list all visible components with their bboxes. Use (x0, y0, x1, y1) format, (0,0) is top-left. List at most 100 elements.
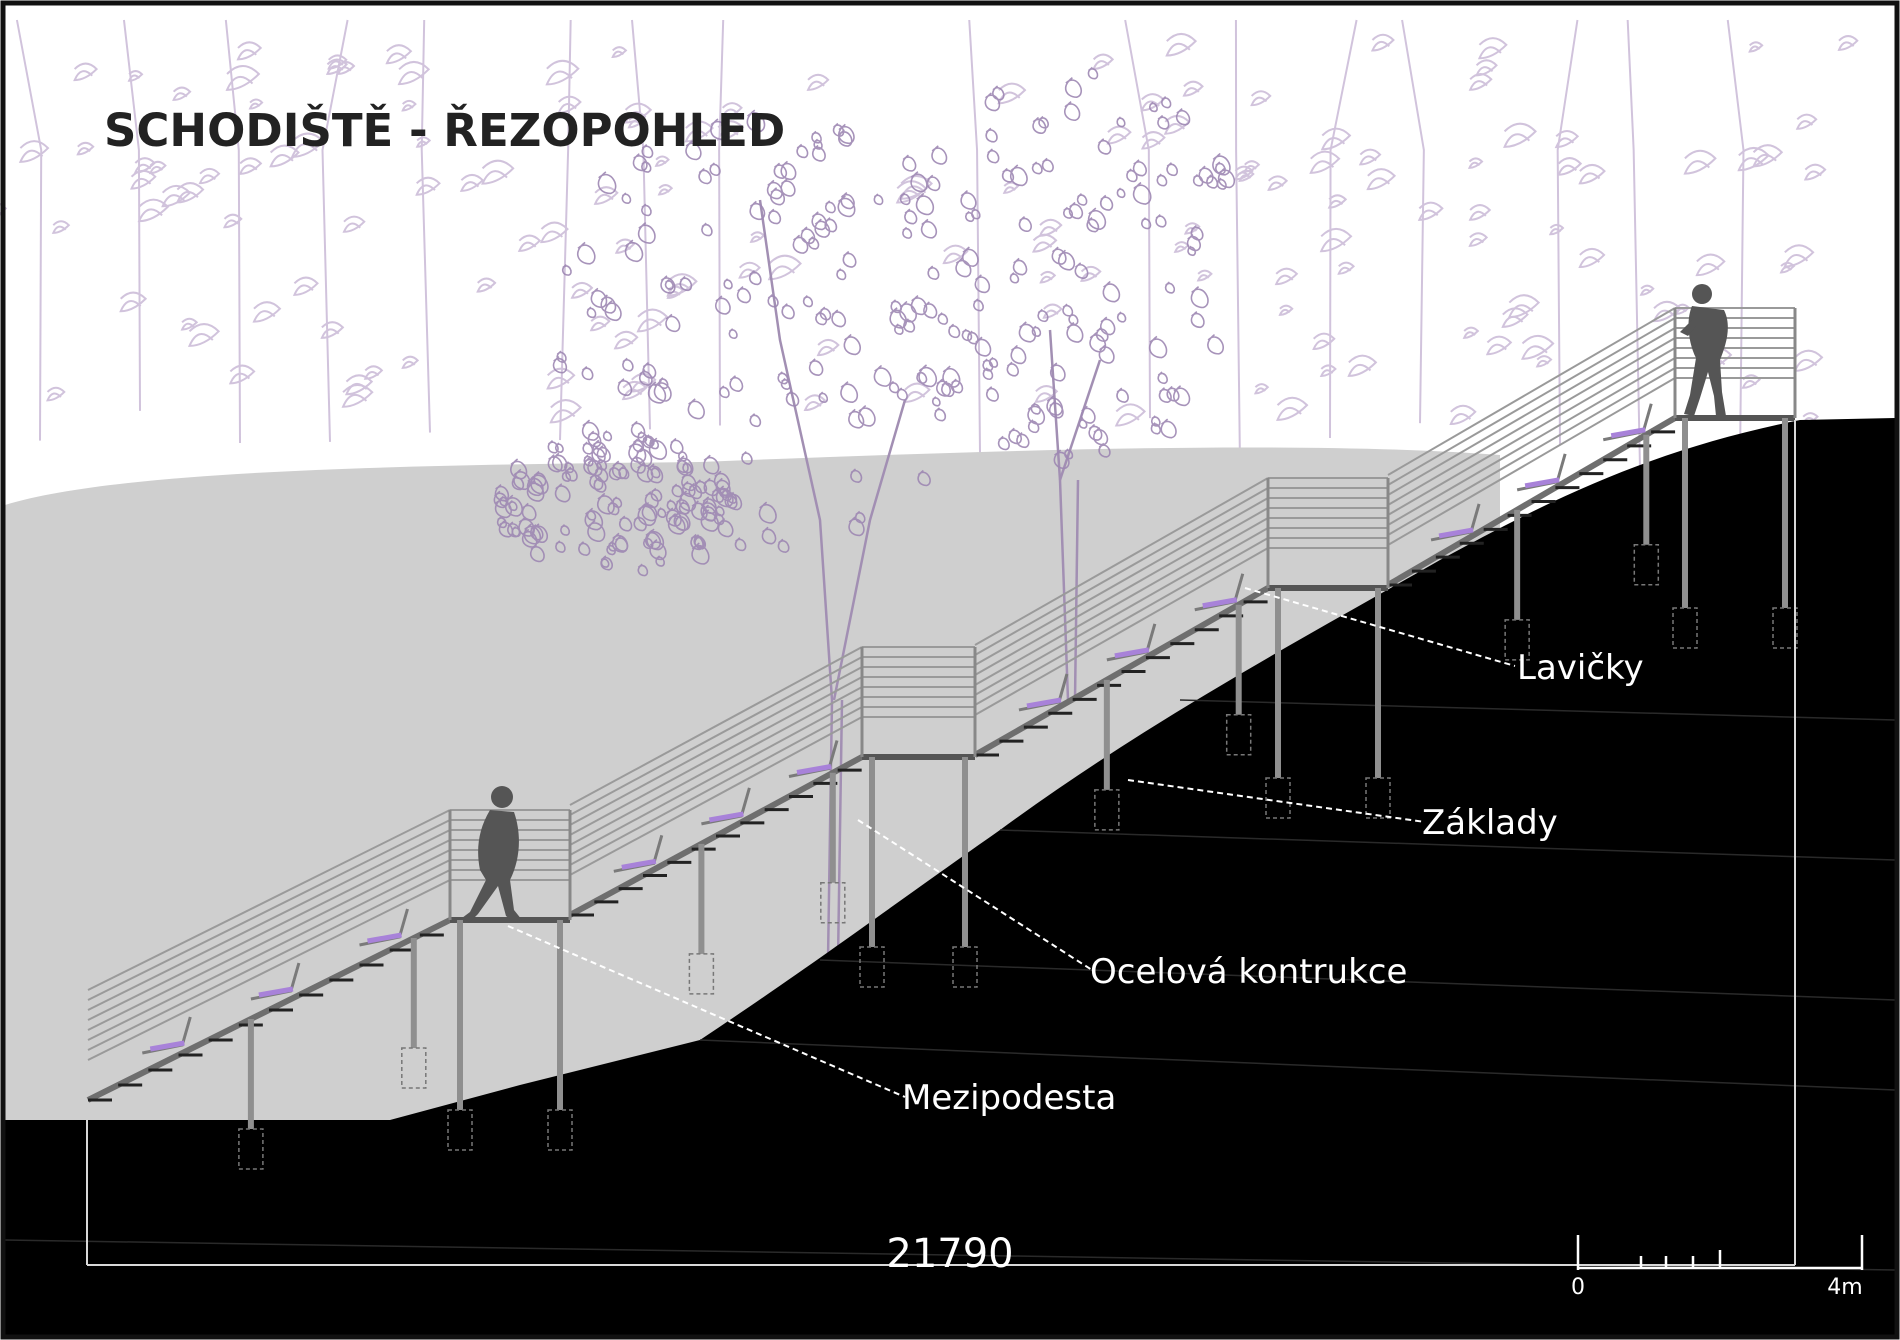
canopy-leaf (647, 381, 667, 404)
railing-bar (974, 497, 1269, 666)
foreground-tree-trunks (758, 199, 1102, 961)
foundation (547, 1109, 573, 1151)
leaf-cluster (545, 59, 580, 86)
canopy-leaf (510, 458, 528, 480)
canopy-leaf (1190, 224, 1204, 241)
canopy-leaf (1064, 77, 1082, 99)
leaf-cluster (1501, 307, 1529, 328)
canopy-leaf (780, 377, 791, 390)
leaf-cluster (1803, 163, 1827, 181)
canopy-leaf (1116, 311, 1127, 323)
foundation (1265, 777, 1291, 819)
canopy-leaf (1207, 333, 1224, 355)
canopy-leaf (1190, 286, 1209, 309)
canopy-leaf (1031, 161, 1043, 175)
canopy-leaf (1212, 152, 1231, 176)
canopy-leaf (637, 563, 649, 577)
tree-trunk (968, 19, 981, 454)
canopy-leaf (498, 519, 514, 538)
canopy-leaf (665, 313, 681, 333)
canopy-leaf (719, 385, 730, 399)
canopy-leaf (986, 148, 1000, 164)
canopy-leaf (630, 420, 646, 439)
leaf-cluster (657, 184, 674, 196)
canopy-leaf (1066, 321, 1084, 343)
canopy-leaf (587, 457, 603, 477)
canopy-leaf (1156, 173, 1168, 187)
foundation (1672, 607, 1698, 649)
canopy-leaf (840, 381, 859, 403)
railing-bar (1387, 347, 1676, 516)
leaf-cluster (1312, 332, 1336, 351)
dimension-value: 21790 (886, 1231, 1013, 1277)
leaf-cluster (1467, 157, 1484, 169)
label-steel-structure: Ocelová kontrukce (1090, 952, 1407, 992)
leaf-cluster (1140, 131, 1166, 150)
leaf-cluster (1267, 175, 1289, 191)
railing-bar (569, 706, 863, 866)
bench-seat (1114, 647, 1150, 659)
canopy-leaf (717, 518, 734, 538)
canopy-leaf (1132, 159, 1147, 177)
railing-bar (1387, 317, 1676, 486)
canopy-leaf (997, 435, 1010, 451)
canopy-leaf (950, 378, 964, 394)
canopy-leaf (1086, 217, 1100, 233)
canopy-leaf (992, 85, 1005, 101)
leaf-cluster (252, 301, 282, 323)
leaf-cluster (1309, 150, 1341, 174)
canopy-leaf (554, 483, 571, 503)
foundation (688, 953, 715, 995)
canopy-leaf (1027, 419, 1040, 434)
canopy-leaf (903, 318, 916, 333)
leaf-cluster (636, 308, 669, 333)
leaf-cluster (1741, 374, 1761, 389)
canopy-leaf (547, 440, 559, 454)
leaf-cluster (1278, 304, 1294, 316)
canopy-leaf (653, 379, 672, 402)
leaf-cluster (1114, 403, 1147, 427)
leaf-cluster (1557, 157, 1583, 176)
foundation (1772, 607, 1798, 649)
canopy-leaf (781, 303, 795, 320)
canopy-leaf (1155, 213, 1167, 228)
leaf-cluster (1092, 53, 1115, 70)
leaf-cluster (806, 73, 830, 91)
canopy-leaf (556, 350, 567, 363)
leaf-cluster (1795, 113, 1818, 130)
leaf-cluster (73, 62, 99, 82)
leaf-cluster (1554, 129, 1580, 149)
leaf-cluster (1477, 37, 1508, 60)
canopy-leaf (850, 468, 863, 483)
leaf-cluster (401, 99, 417, 112)
canopy-leaf (504, 494, 523, 517)
canopy-leaf (748, 269, 762, 286)
railing-bar (87, 809, 451, 991)
leaf-cluster (1320, 127, 1352, 151)
canopy-leaf (749, 413, 762, 428)
canopy-leaf (641, 501, 658, 522)
leaf-cluster (119, 291, 148, 313)
leaf-cluster (654, 155, 670, 167)
canopy-leaf (496, 516, 508, 529)
canopy-leaf (619, 515, 633, 532)
canopy-leaf (584, 507, 604, 531)
leaf-cluster (1358, 148, 1382, 166)
bench-seat (149, 1040, 185, 1052)
canopy-leaf (761, 526, 777, 545)
canopy-leaf (606, 543, 616, 556)
leaf-cluster (1652, 300, 1682, 323)
leaf-cluster (1196, 269, 1213, 282)
leaf-cluster (198, 167, 221, 185)
canopy-leaf (902, 154, 917, 172)
canopy-leaf (1053, 449, 1070, 470)
leaf-cluster (1462, 326, 1480, 339)
canopy-leaf (1102, 280, 1121, 303)
leaf-cluster (546, 367, 576, 390)
canopy-leaf (641, 144, 654, 159)
canopy-leaf (561, 470, 572, 482)
railing-bar (1387, 327, 1676, 496)
canopy-leaf (842, 250, 857, 268)
leaf-cluster (1639, 284, 1655, 296)
canopy-leaf (988, 356, 999, 368)
